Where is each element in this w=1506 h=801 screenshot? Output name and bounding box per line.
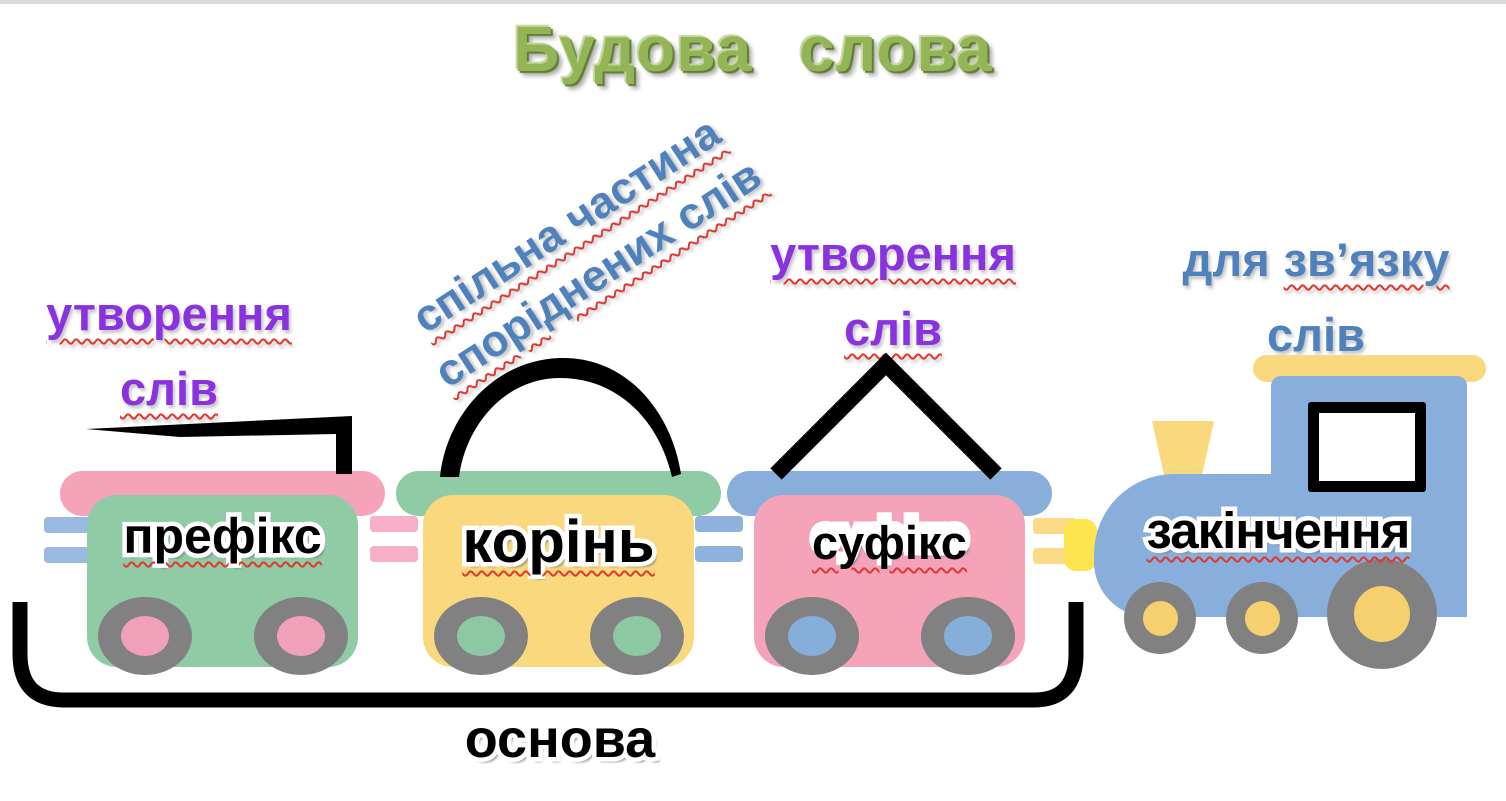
locomotive-ending: закінчення [1094, 355, 1486, 695]
wheel-icon [921, 597, 1015, 675]
coupler-bar [695, 516, 743, 532]
coupler-bar [44, 517, 96, 533]
wheel-hub [121, 616, 169, 656]
train-car-root: корінь [396, 471, 721, 684]
wheel-icon [765, 597, 859, 675]
stem-label-text: основа [464, 709, 656, 769]
annotation-word: зв’язку [1283, 233, 1450, 286]
annotation-root-meaning: спільна частина споріднених слів [368, 83, 797, 418]
coupler-bar [370, 546, 418, 562]
car-label-suffix: суфікс [812, 507, 967, 570]
locomotive-label-wrap: закінчення [1100, 501, 1456, 560]
wheel-hub [277, 616, 325, 656]
locomotive-label-text: закінчення [1146, 502, 1411, 559]
annotation-line: слів [120, 362, 218, 416]
ending-square-symbol [1308, 402, 1426, 492]
annotation-suffix-function: утворення слів [738, 216, 1048, 366]
annotation-word: для [1182, 233, 1270, 286]
annotation-prefix-function: утворення слів [14, 276, 324, 426]
wheel-icon [434, 597, 528, 675]
wheel-icon [1327, 559, 1437, 669]
wheel-hub [613, 616, 661, 656]
wheel-icon [98, 597, 192, 675]
car-label-text: суфікс [812, 516, 967, 569]
coupler-knuckle [1064, 519, 1097, 571]
wheel-icon [254, 597, 348, 675]
wheel-hub [944, 616, 992, 656]
coupler-bar [370, 516, 418, 532]
annotation-line: слів [844, 302, 942, 356]
wheel-icon [1124, 582, 1196, 654]
annotation-line: слів [1267, 308, 1365, 362]
wheel-icon [1226, 582, 1298, 654]
train-car-prefix: префікс [60, 471, 385, 684]
wheel-icon [590, 597, 684, 675]
car-label-root: корінь [462, 507, 655, 576]
wheel-hub [788, 616, 836, 656]
suffix-caret-icon [770, 352, 1002, 480]
stem-label-wrap: основа [0, 708, 1120, 770]
wheel-hub [1354, 586, 1410, 642]
coupler-bar [695, 546, 743, 562]
locomotive-label-ending: закінчення [1146, 501, 1411, 560]
stem-label-osnova: основа [464, 708, 656, 770]
wheel-hub [1244, 600, 1280, 636]
locomotive-chimney [1152, 421, 1214, 477]
page-title: Будова слова [513, 13, 993, 85]
car-label-prefix: префікс [123, 507, 322, 565]
annotation-line: утворення [770, 227, 1016, 280]
car-label-text: префікс [123, 508, 322, 564]
car-label-text: корінь [462, 508, 655, 575]
wheel-hub [1142, 600, 1178, 636]
coupler-bar [44, 547, 96, 563]
wheel-hub [457, 616, 505, 656]
train-car-suffix: суфікс [727, 471, 1052, 684]
annotation-line: утворення [46, 287, 292, 340]
